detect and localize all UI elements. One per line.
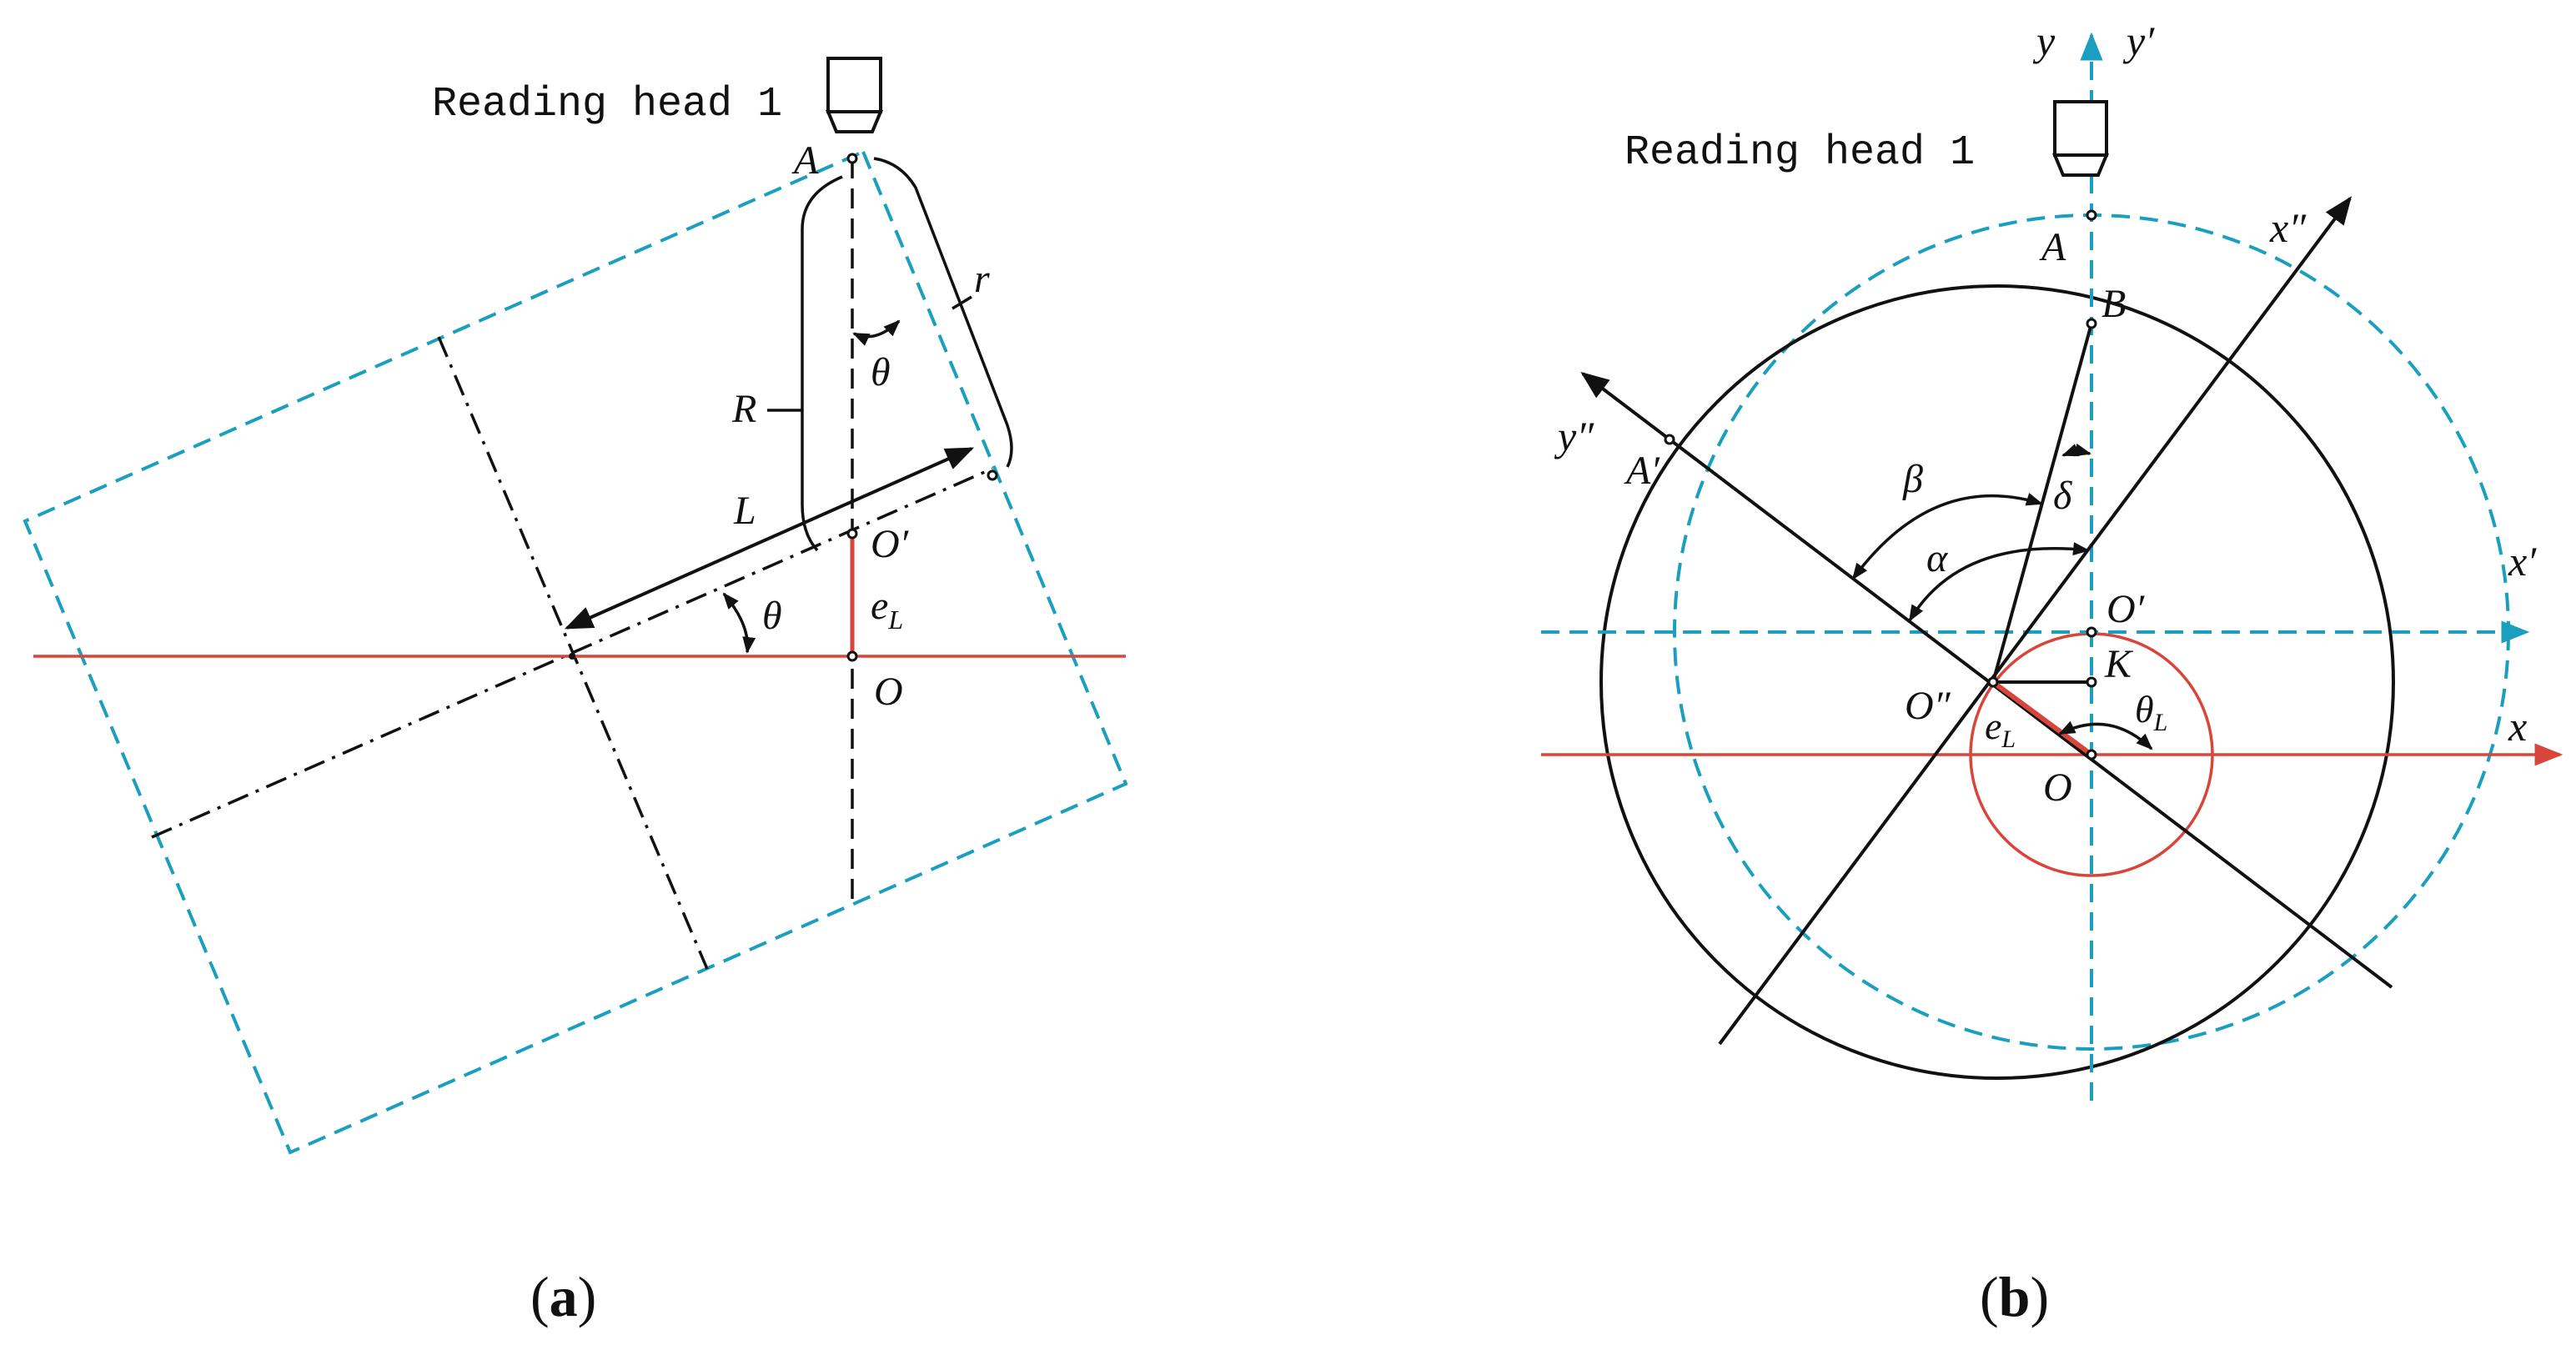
point-A — [846, 153, 858, 164]
radius-R-bracket — [801, 175, 843, 552]
rotated-square-outline — [23, 149, 1128, 1155]
label-e-L: eL — [871, 584, 903, 635]
label-x-prime: x′ — [2508, 538, 2537, 585]
point-O-double-prime — [1987, 676, 1999, 688]
label-y-prime: y′ — [2122, 18, 2155, 64]
point-O — [2086, 749, 2097, 760]
label-y: y — [2032, 18, 2056, 64]
point-square-center — [569, 653, 575, 660]
point-A-prime — [1664, 434, 1675, 445]
disk-circle — [1599, 284, 2395, 1080]
panel-a: Reading head 1 A r θ R L O′ eL θ O (a) — [23, 57, 1128, 1328]
label-O-double-prime: O″ — [1905, 684, 1951, 728]
point-O-prime — [846, 528, 858, 540]
beta-arc — [1851, 493, 2043, 580]
reading-head-label: Reading head 1 — [432, 81, 782, 128]
y-double-prime-axis — [1580, 371, 2393, 989]
label-r: r — [974, 257, 990, 301]
reading-head-icon — [826, 57, 883, 133]
label-beta: β — [1902, 457, 1923, 501]
label-A-prime: A′ — [1624, 449, 1660, 493]
alpha-arc — [1908, 542, 2090, 622]
label-e-L: eL — [1985, 705, 2016, 753]
reading-head-icon — [2052, 100, 2109, 177]
x-double-prime-axis — [1718, 196, 2353, 1046]
label-O-prime: O′ — [871, 522, 910, 566]
point-K — [2086, 676, 2097, 688]
reading-head-label: Reading head 1 — [1624, 129, 1975, 177]
label-A: A — [791, 138, 819, 183]
label-B: B — [2101, 282, 2126, 326]
point-A — [2086, 209, 2097, 221]
label-R: R — [731, 387, 756, 431]
label-theta-top: θ — [871, 350, 891, 394]
radius-r-bracket — [873, 157, 1013, 468]
label-theta-bottom: θ — [762, 594, 782, 638]
label-O: O — [874, 670, 903, 714]
label-K: K — [2104, 642, 2134, 686]
r-leader — [952, 295, 972, 310]
point-O — [846, 650, 858, 662]
caption-a: (a) — [530, 1265, 596, 1328]
label-alpha: α — [1926, 536, 1948, 580]
label-O-prime: O′ — [2106, 587, 2146, 631]
label-L: L — [733, 489, 756, 533]
L-dimension-arrow — [564, 447, 975, 630]
point-square-edge — [987, 469, 998, 481]
label-O: O — [2043, 765, 2072, 810]
theta-L-arc — [2058, 720, 2153, 750]
point-O-prime — [2086, 626, 2097, 638]
label-y-double-prime: y″ — [1554, 413, 1594, 459]
theta-arc-bottom — [722, 592, 756, 654]
panel-b: Reading head 1 y y′ A x″ B y″ A′ β δ α x… — [1541, 18, 2563, 1328]
square-centerline-vertical — [437, 336, 709, 970]
line-O-double-prime-B — [1991, 323, 2093, 683]
label-A: A — [2039, 225, 2066, 269]
label-delta: δ — [2053, 474, 2072, 518]
label-theta-L: θL — [2135, 688, 2167, 736]
label-x: x — [2508, 703, 2527, 750]
delta-arc — [2061, 443, 2091, 457]
caption-b: (b) — [1980, 1265, 2049, 1328]
point-B — [2086, 318, 2097, 329]
theta-arc-top — [852, 319, 901, 346]
label-x-double-prime: x″ — [2269, 204, 2307, 251]
